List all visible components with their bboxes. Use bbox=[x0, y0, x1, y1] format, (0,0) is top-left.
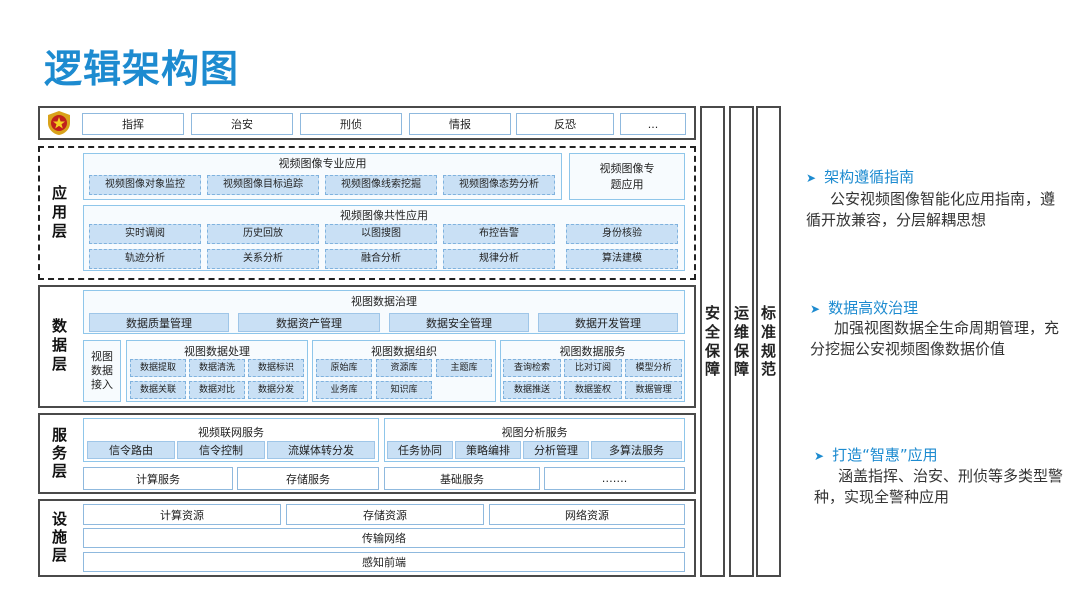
more-service[interactable]: ……. bbox=[544, 467, 685, 490]
net-stream-forward[interactable]: 流媒体转分发 bbox=[267, 441, 375, 459]
note-2-heading: ➤ 数据高效治理 bbox=[810, 297, 918, 318]
storage-resource[interactable]: 存储资源 bbox=[286, 504, 484, 525]
note-2-body: 加强视图数据全生命周期管理，充分挖掘公安视频图像数据价值 bbox=[810, 319, 1060, 358]
police-badge-icon bbox=[46, 110, 72, 136]
note-1-heading: ➤ 架构遵循指南 bbox=[806, 166, 914, 187]
proc-compare[interactable]: 数据对比 bbox=[189, 381, 245, 399]
ops-guarantee-column[interactable]: 运维保障 bbox=[729, 106, 754, 577]
org-resource[interactable]: 资源库 bbox=[376, 359, 432, 377]
network-resource[interactable]: 网络资源 bbox=[489, 504, 685, 525]
app-target-track[interactable]: 视频图像目标追踪 bbox=[207, 175, 319, 195]
data-access-label: 视图数据接入 bbox=[91, 349, 113, 392]
org-knowledge[interactable]: 知识库 bbox=[376, 381, 432, 399]
top-item-antiterror[interactable]: 反恐 bbox=[516, 113, 614, 135]
standards-label: 标准规范 bbox=[760, 304, 776, 379]
proc-clean[interactable]: 数据清洗 bbox=[189, 359, 245, 377]
app-playback[interactable]: 历史回放 bbox=[207, 224, 319, 244]
org-topic[interactable]: 主题库 bbox=[436, 359, 492, 377]
note-1-title: 架构遵循指南 bbox=[824, 168, 915, 186]
service-layer-label: 服务层 bbox=[44, 416, 74, 491]
app-image-search[interactable]: 以图搜图 bbox=[325, 224, 437, 244]
proc-distribute[interactable]: 数据分发 bbox=[248, 381, 304, 399]
data-layer-text: 数据层 bbox=[50, 317, 68, 375]
app-realtime-view[interactable]: 实时调阅 bbox=[89, 224, 201, 244]
proc-tag[interactable]: 数据标识 bbox=[248, 359, 304, 377]
app-identity-check[interactable]: 身份核验 bbox=[566, 224, 678, 244]
note-3-body: 涵盖指挥、治安、刑侦等多类型警种，实现全警种应用 bbox=[814, 467, 1064, 506]
note-3-heading: ➤ 打造“智惠”应用 bbox=[814, 444, 938, 465]
svc-subscribe[interactable]: 比对订阅 bbox=[564, 359, 622, 377]
top-item-command[interactable]: 指挥 bbox=[82, 113, 184, 135]
gov-security[interactable]: 数据安全管理 bbox=[389, 313, 529, 332]
ana-multi-algo[interactable]: 多算法服务 bbox=[591, 441, 682, 459]
infra-layer-text: 设施层 bbox=[50, 511, 68, 565]
data-access-panel[interactable]: 视图数据接入 bbox=[83, 340, 121, 402]
special-apps-label: 视频图像专题应用 bbox=[599, 162, 655, 191]
sensing-frontend[interactable]: 感知前端 bbox=[83, 552, 685, 572]
arrow-right-icon: ➤ bbox=[814, 449, 825, 463]
processing-title: 视图数据处理 bbox=[184, 344, 250, 358]
storage-service[interactable]: 存储服务 bbox=[237, 467, 379, 490]
security-guarantee-column[interactable]: 安全保障 bbox=[700, 106, 725, 577]
app-object-monitor[interactable]: 视频图像对象监控 bbox=[89, 175, 201, 195]
proc-extract[interactable]: 数据提取 bbox=[130, 359, 186, 377]
compute-resource[interactable]: 计算资源 bbox=[83, 504, 281, 525]
network-service-title: 视频联网服务 bbox=[198, 425, 264, 439]
service-layer-text: 服务层 bbox=[50, 426, 68, 481]
top-item-security[interactable]: 治安 bbox=[191, 113, 293, 135]
app-layer-label: 应用层 bbox=[44, 150, 74, 276]
page-title: 逻辑架构图 bbox=[44, 47, 240, 91]
arrow-right-icon: ➤ bbox=[806, 171, 817, 185]
data-layer-label: 数据层 bbox=[44, 288, 74, 404]
top-item-intel[interactable]: 情报 bbox=[409, 113, 511, 135]
svc-model[interactable]: 模型分析 bbox=[625, 359, 682, 377]
app-layer bbox=[38, 146, 696, 280]
note-2-title: 数据高效治理 bbox=[828, 299, 919, 317]
governance-title: 视图数据治理 bbox=[351, 295, 417, 308]
ana-manage[interactable]: 分析管理 bbox=[523, 441, 589, 459]
app-relation[interactable]: 关系分析 bbox=[207, 249, 319, 269]
app-alarm[interactable]: 布控告警 bbox=[443, 224, 555, 244]
organization-title: 视图数据组织 bbox=[371, 344, 437, 358]
app-pattern[interactable]: 规律分析 bbox=[443, 249, 555, 269]
ops-guarantee-label: 运维保障 bbox=[733, 304, 749, 379]
compute-service[interactable]: 计算服务 bbox=[83, 467, 233, 490]
app-situation-analysis[interactable]: 视频图像态势分析 bbox=[443, 175, 555, 195]
app-fusion[interactable]: 融合分析 bbox=[325, 249, 437, 269]
analysis-service-title: 视图分析服务 bbox=[501, 425, 568, 439]
note-1-body: 公安视频图像智能化应用指南，遵循开放兼容，分层解耦思想 bbox=[806, 190, 1056, 229]
gov-asset[interactable]: 数据资产管理 bbox=[238, 313, 380, 332]
app-algorithm-modeling[interactable]: 算法建模 bbox=[566, 249, 678, 269]
app-trajectory[interactable]: 轨迹分析 bbox=[89, 249, 201, 269]
data-service-title: 视图数据服务 bbox=[559, 344, 626, 358]
top-item-more[interactable]: ... bbox=[620, 113, 686, 135]
svc-query[interactable]: 查询检索 bbox=[503, 359, 561, 377]
arrow-right-icon: ➤ bbox=[810, 302, 821, 316]
standards-column[interactable]: 标准规范 bbox=[756, 106, 781, 577]
gov-quality[interactable]: 数据质量管理 bbox=[89, 313, 229, 332]
net-signal-control[interactable]: 信令控制 bbox=[177, 441, 265, 459]
svc-push[interactable]: 数据推送 bbox=[503, 381, 561, 399]
org-raw[interactable]: 原始库 bbox=[316, 359, 372, 377]
proc-relate[interactable]: 数据关联 bbox=[130, 381, 186, 399]
ana-task[interactable]: 任务协同 bbox=[387, 441, 453, 459]
app-clue-mining[interactable]: 视频图像线索挖掘 bbox=[325, 175, 437, 195]
base-service[interactable]: 基础服务 bbox=[384, 467, 540, 490]
professional-apps-title: 视频图像专业应用 bbox=[278, 157, 367, 170]
net-signal-route[interactable]: 信令路由 bbox=[87, 441, 175, 459]
svc-manage[interactable]: 数据管理 bbox=[625, 381, 682, 399]
transport-network[interactable]: 传输网络 bbox=[83, 528, 685, 548]
ana-strategy[interactable]: 策略编排 bbox=[455, 441, 521, 459]
top-item-criminal[interactable]: 刑侦 bbox=[300, 113, 402, 135]
svc-auth[interactable]: 数据鉴权 bbox=[564, 381, 622, 399]
app-layer-text: 应用层 bbox=[50, 184, 68, 242]
common-apps-title: 视频图像共性应用 bbox=[340, 209, 428, 222]
infra-layer-label: 设施层 bbox=[44, 502, 74, 574]
note-3-title: 打造“智惠”应用 bbox=[832, 446, 938, 464]
gov-dev[interactable]: 数据开发管理 bbox=[538, 313, 678, 332]
org-business[interactable]: 业务库 bbox=[316, 381, 372, 399]
special-apps-panel[interactable]: 视频图像专题应用 bbox=[569, 153, 685, 200]
security-guarantee-label: 安全保障 bbox=[704, 304, 720, 379]
